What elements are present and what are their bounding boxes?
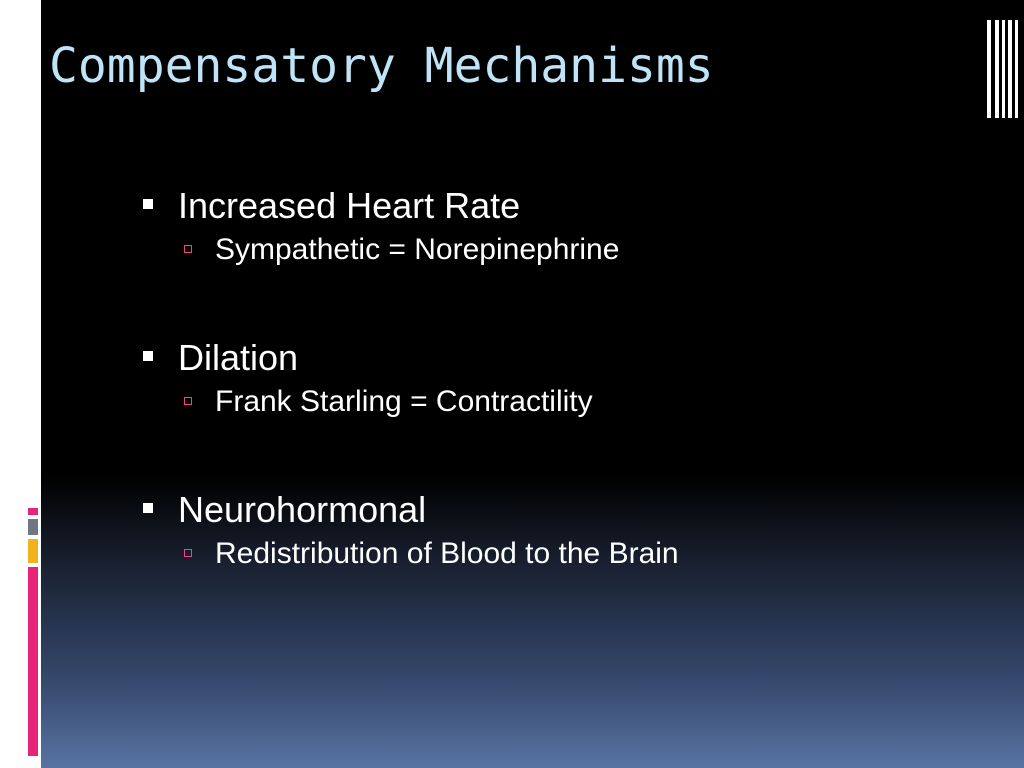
bullet-text: Neurohormonal	[178, 489, 427, 530]
bullet-item: Increased Heart Rate	[140, 182, 1000, 230]
sub-bullet-item: Redistribution of Blood to the Brain	[140, 534, 1000, 574]
slide-title: Compensatory Mechanisms	[49, 38, 714, 94]
bullet-item: Dilation	[140, 334, 1000, 382]
title-stripes-decoration	[987, 20, 1024, 118]
hollow-square-bullet-icon	[184, 549, 192, 557]
square-bullet-icon	[143, 503, 153, 513]
bullet-text: Dilation	[178, 337, 299, 378]
bullet-group: Dilation Frank Starling = Contractility	[140, 334, 1000, 422]
hollow-square-bullet-icon	[184, 245, 192, 253]
sub-bullet-item: Frank Starling = Contractility	[140, 382, 1000, 422]
bullet-group: Neurohormonal Redistribution of Blood to…	[140, 486, 1000, 574]
slide-background	[41, 0, 1024, 768]
bullet-item: Neurohormonal	[140, 486, 1000, 534]
sub-bullet-text: Sympathetic = Norepinephrine	[215, 233, 620, 266]
sub-bullet-text: Frank Starling = Contractility	[215, 385, 593, 418]
bullet-group: Increased Heart Rate Sympathetic = Norep…	[140, 182, 1000, 270]
sub-bullet-text: Redistribution of Blood to the Brain	[215, 537, 679, 570]
bullet-list: Increased Heart Rate Sympathetic = Norep…	[140, 182, 1000, 574]
side-color-marks	[28, 508, 38, 756]
bullet-text: Increased Heart Rate	[178, 185, 521, 226]
square-bullet-icon	[143, 351, 153, 361]
hollow-square-bullet-icon	[184, 397, 192, 405]
sub-bullet-item: Sympathetic = Norepinephrine	[140, 230, 1000, 270]
square-bullet-icon	[143, 199, 153, 209]
